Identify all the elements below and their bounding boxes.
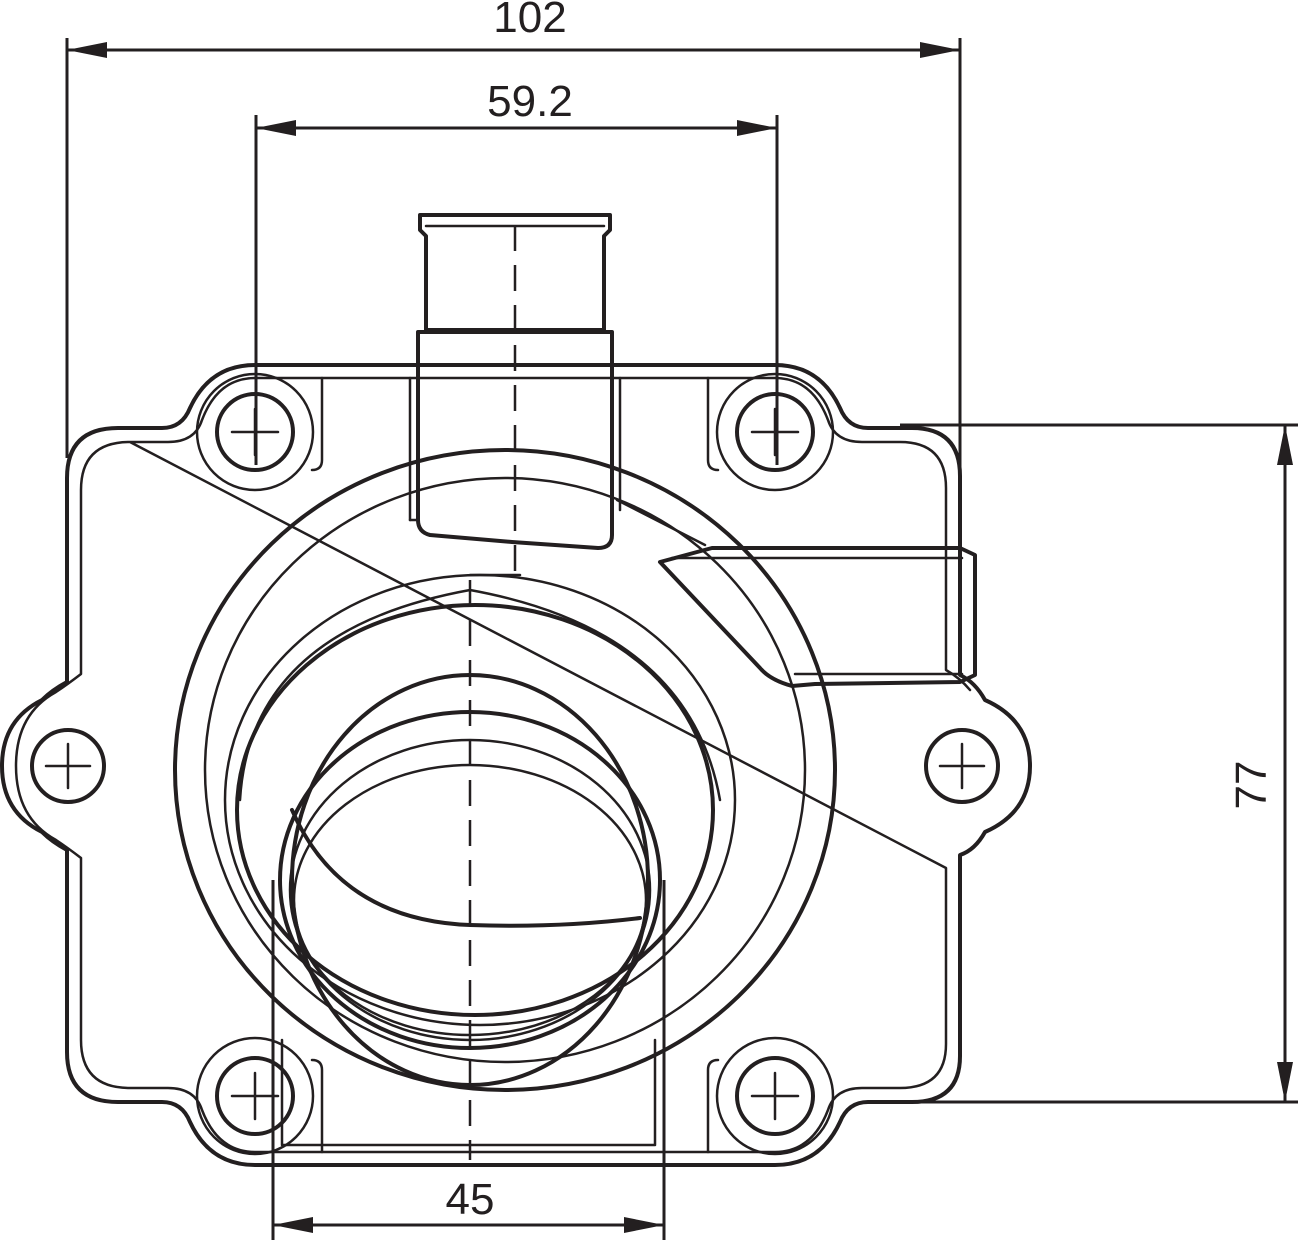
bolt-hole-bottom-right <box>715 1036 835 1156</box>
bolt-hole-bottom-left <box>195 1036 315 1156</box>
bolt-boss <box>195 1036 315 1156</box>
bore-channel-bottom <box>280 1038 657 1147</box>
dimension-bolt-spacing: 59.2 <box>254 77 779 465</box>
crosshair-circle-icon <box>924 728 1000 804</box>
dimension-label-102: 102 <box>493 0 566 42</box>
arrow-right-icon <box>737 120 777 136</box>
crosshair-circle-icon <box>215 392 295 472</box>
nipple-base <box>416 330 614 550</box>
arrow-right-icon <box>624 1217 664 1233</box>
bolt-hole-top-left <box>195 372 315 492</box>
crosshair-circle-icon <box>215 1056 295 1136</box>
arrow-bottom-icon <box>1277 1062 1293 1102</box>
boot-ring-5 <box>238 588 722 802</box>
arrow-left-icon <box>256 120 296 136</box>
bolt-boss <box>195 372 315 492</box>
crosshair-circle-icon <box>735 392 815 472</box>
bolt-boss <box>715 372 835 492</box>
flange-recess-top-left <box>310 376 324 472</box>
arrow-left-icon <box>273 1217 313 1233</box>
side-port-body <box>658 546 977 688</box>
dimension-overall-width: 102 <box>65 0 962 545</box>
flange-recess-bottom-left <box>310 1058 324 1154</box>
top-nipple <box>408 213 622 550</box>
dimension-label-59-2: 59.2 <box>487 77 573 126</box>
crosshair-circle-icon <box>735 1056 815 1136</box>
side-port <box>615 498 977 688</box>
flange-recess-top-right <box>706 376 720 472</box>
crosshair-circle-icon <box>30 728 106 804</box>
arrow-right-icon <box>920 42 960 58</box>
bolt-hole-right <box>924 728 1000 804</box>
boot-ring-4 <box>235 603 715 1017</box>
arrow-top-icon <box>1277 425 1293 465</box>
flange-inner-outline <box>14 376 972 1154</box>
dimension-bore: 45 <box>271 880 666 1240</box>
flange-body <box>0 363 1032 1167</box>
dimension-label-77: 77 <box>1227 761 1276 810</box>
bolt-boss <box>715 1036 835 1156</box>
dimension-height: 77 <box>900 423 1298 1104</box>
bolt-hole-left <box>30 728 106 804</box>
side-port-fillet <box>615 498 707 547</box>
boot-outer-ring <box>173 448 837 1092</box>
boot-ring-2 <box>203 476 807 1064</box>
bolt-holes <box>30 372 1000 1156</box>
bore-throttle-edge <box>290 808 642 928</box>
bolt-hole-top-right <box>715 372 835 492</box>
flange-outer-outline <box>0 363 1032 1167</box>
dimension-label-45: 45 <box>446 1175 495 1224</box>
flange-recess-bottom-right <box>706 1058 720 1154</box>
center-lines <box>468 225 522 1160</box>
arrow-left-icon <box>67 42 107 58</box>
